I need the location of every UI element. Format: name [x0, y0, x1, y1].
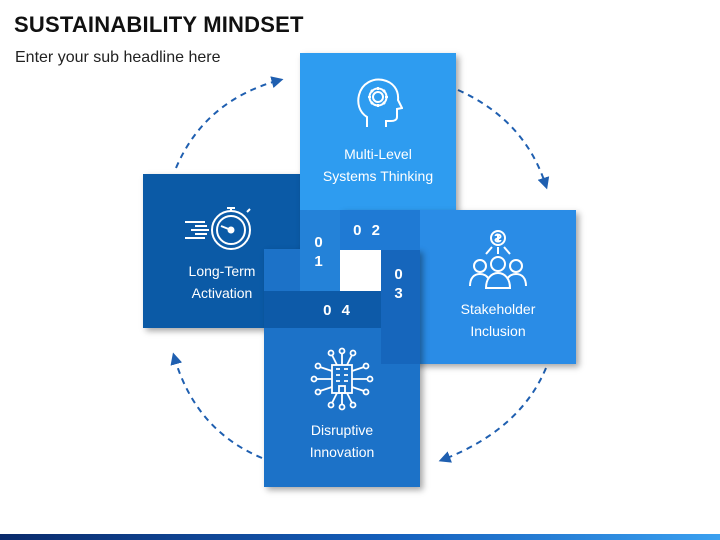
card-label: Multi-Level Systems Thinking [322, 146, 434, 184]
card-label: Stakeholder Inclusion [460, 301, 536, 339]
center-gap [340, 250, 381, 291]
arrow-top-left [175, 76, 284, 169]
card-label: Long-Term Activation [188, 263, 256, 301]
step-number-03: 0 3 [394, 266, 406, 302]
step-number-04: 0 4 [323, 302, 353, 319]
footer-bar [0, 534, 720, 540]
head-gear-icon [357, 78, 403, 127]
page-subtitle: Enter your sub headline here [15, 49, 221, 66]
arrow-bottom-left [170, 352, 263, 459]
strip-02 [340, 210, 420, 250]
stopwatch-icon [185, 207, 251, 250]
step-number-01: 0 1 [314, 234, 326, 270]
arrow-top-right [457, 89, 550, 190]
arrow-bottom-right [438, 367, 547, 463]
network-building-icon [310, 347, 374, 411]
stakeholder-group-icon [469, 230, 527, 289]
card-label: Disruptive Innovation [309, 422, 375, 460]
strip-03 [381, 250, 420, 364]
strip-01 [300, 210, 340, 291]
strip-04 [264, 291, 381, 328]
step-number-02: 0 2 [353, 222, 383, 239]
page-title: SUSTAINABILITY MINDSET [14, 12, 304, 37]
